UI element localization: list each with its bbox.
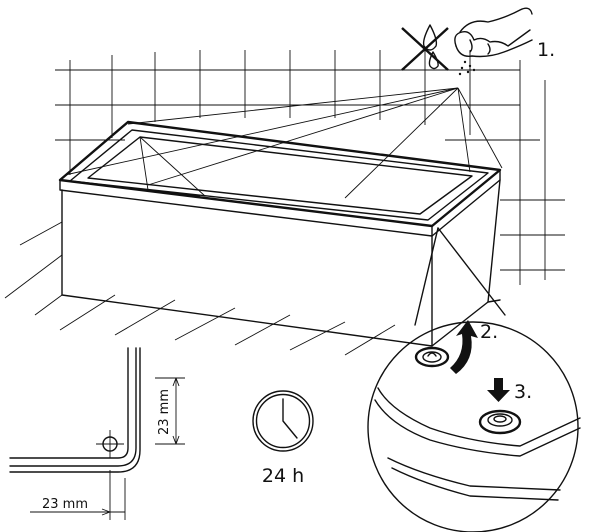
turn-arrow-icon: [450, 320, 478, 374]
spray-dots: [458, 60, 476, 76]
no-water-icon: [401, 24, 449, 71]
wall-tile-grid: [55, 50, 565, 285]
magnifier-circle: [367, 321, 579, 532]
detail-callout: [367, 227, 581, 532]
corner-joint-detail: [9, 347, 185, 520]
press-arrow-icon: [487, 378, 510, 402]
bathtub: [58, 120, 502, 347]
step-3-label: 3.: [514, 381, 532, 403]
clock-icon: [252, 390, 314, 452]
leader-lines: [64, 87, 503, 199]
vertical-dimension-label: 23 mm: [157, 389, 172, 435]
horizontal-dimension-label: 23 mm: [42, 497, 88, 512]
drain-button-icon: [478, 409, 522, 435]
wiping-hand-icon: [454, 7, 533, 76]
step-1-label: 1.: [537, 39, 555, 61]
curing-time-label: 24 h: [262, 465, 304, 487]
turn-cap-icon: [414, 346, 450, 368]
floor-tile-lines: [4, 221, 396, 356]
step-2-label: 2.: [480, 321, 498, 343]
